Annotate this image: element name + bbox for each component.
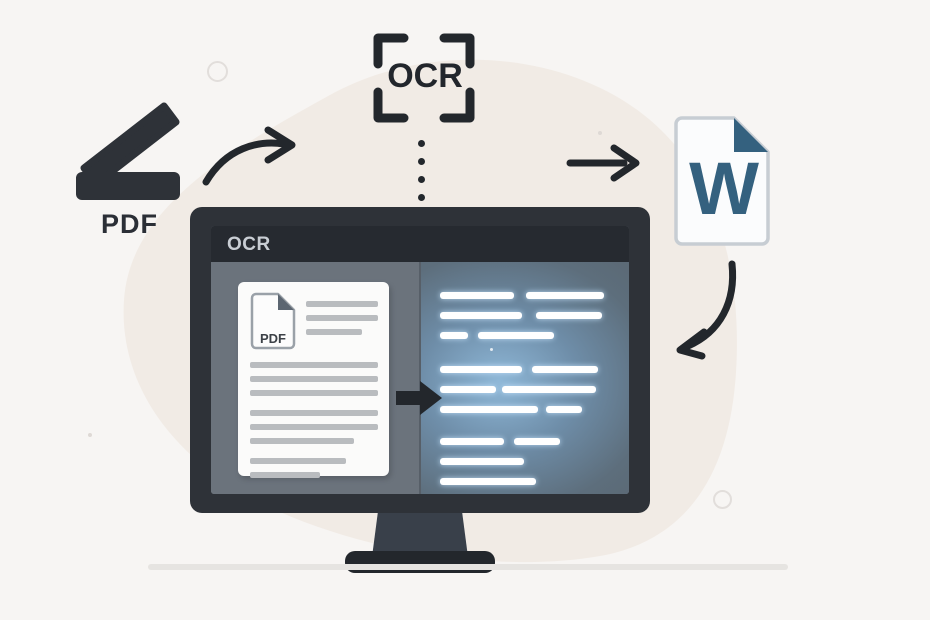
paper-body-line xyxy=(250,472,320,478)
pdf-icon-folded-corner xyxy=(278,294,294,310)
glow-line xyxy=(440,332,468,339)
paper-body-line xyxy=(250,410,378,416)
bracket-bottom-left-icon xyxy=(373,87,409,123)
screen-titlebar-label: OCR xyxy=(227,234,271,255)
bracket-bottom-right-icon xyxy=(439,87,475,123)
paper-body-line xyxy=(250,376,378,382)
recognized-text-rows xyxy=(440,292,610,485)
curved-arrow-scanner-to-ocr xyxy=(202,126,296,186)
down-arrow-head xyxy=(676,328,708,360)
deco-dot-lower-left xyxy=(88,433,92,437)
scanner-base xyxy=(76,172,180,200)
paper-header-line xyxy=(306,301,378,307)
glow-line xyxy=(440,312,522,319)
straight-arrow-ocr-to-word xyxy=(566,144,640,182)
paper-body-line xyxy=(250,424,378,430)
curved-arrow-shaft xyxy=(202,139,288,186)
glow-line xyxy=(546,406,582,413)
glow-speck xyxy=(490,348,493,351)
monitor-screen: OCR PDF xyxy=(211,226,629,494)
pdf-file-icon xyxy=(250,292,296,350)
flatbed-scanner-icon xyxy=(76,102,180,200)
screen-inner-arrow xyxy=(396,381,442,415)
glow-line xyxy=(440,438,504,445)
pdf-icon-label: PDF xyxy=(260,331,286,346)
glow-line xyxy=(478,332,554,339)
glow-line xyxy=(440,478,536,485)
glow-line xyxy=(526,292,604,299)
bracket-top-left-icon xyxy=(373,33,409,69)
screen-titlebar xyxy=(211,226,629,262)
panel-divider xyxy=(419,262,421,494)
glow-line xyxy=(440,406,538,413)
paper-header-line xyxy=(306,315,378,321)
inner-arrow-shape xyxy=(396,381,442,415)
monitor-neck xyxy=(372,513,468,557)
glow-line xyxy=(536,312,602,319)
paper-body-line xyxy=(250,458,346,464)
word-page-folded-corner xyxy=(734,118,768,152)
ocr-badge-label: OCR xyxy=(387,57,463,95)
glow-line xyxy=(514,438,560,445)
paper-header-line xyxy=(306,329,362,335)
deco-ring-bottom-right xyxy=(713,490,732,509)
deco-ring-top-left xyxy=(207,61,228,82)
ocr-scan-frame-icon xyxy=(373,33,475,123)
scanner-pdf-label: PDF xyxy=(101,209,158,239)
pdf-page-preview[interactable]: PDF xyxy=(238,282,389,478)
glow-line xyxy=(440,386,496,393)
glow-line xyxy=(532,366,598,373)
paper-body-line xyxy=(250,390,378,396)
curved-arrow-head xyxy=(264,126,296,164)
curved-arrow-word-to-monitor xyxy=(676,260,737,360)
glow-line xyxy=(440,366,522,373)
deco-dot-upper-right xyxy=(598,131,602,135)
ground-shadow-line xyxy=(148,564,788,570)
bracket-top-right-icon xyxy=(439,33,475,69)
glow-line xyxy=(440,292,514,299)
word-file-letter: W xyxy=(689,147,759,230)
straight-arrow-head xyxy=(610,144,640,182)
word-document-file-icon xyxy=(674,116,770,246)
paper-body-line xyxy=(250,438,354,444)
recognized-text-panel[interactable] xyxy=(420,262,629,494)
down-arrow-shaft xyxy=(684,260,737,350)
glow-line xyxy=(440,458,524,465)
glow-line xyxy=(502,386,596,393)
paper-body-line xyxy=(250,362,378,368)
